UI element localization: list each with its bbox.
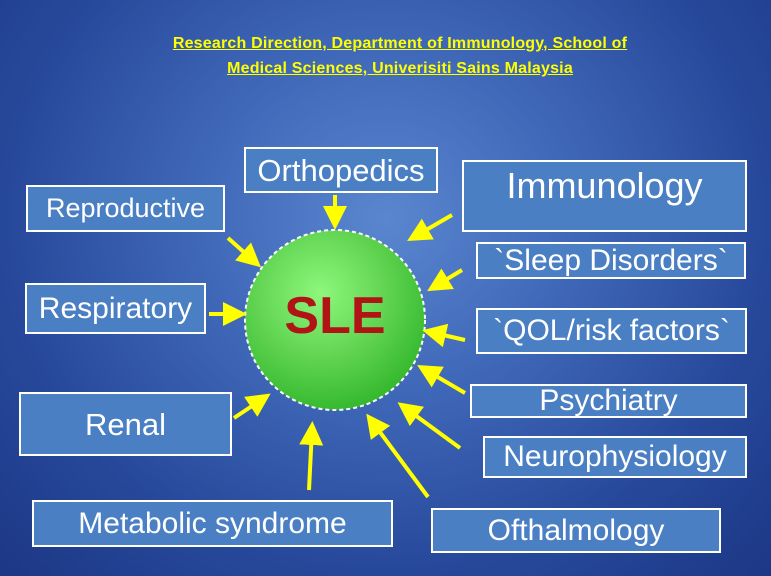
arrow-metabolic (299, 421, 324, 491)
box-metabolic-syndrome: Metabolic syndrome (32, 500, 393, 547)
box-psychiatry: Psychiatry (470, 384, 747, 418)
slide-title-line-2: Medical Sciences, Univerisiti Sains Mala… (227, 60, 573, 77)
box-reproductive: Reproductive (26, 185, 225, 232)
box-ofthalmology: Ofthalmology (431, 508, 721, 553)
center-label: SLE (284, 287, 386, 345)
box-respiratory: Respiratory (25, 283, 206, 334)
arrow-psychiatry (417, 364, 467, 395)
box-immunology: Immunology (462, 160, 747, 232)
arrow-neurophysiology (397, 402, 462, 450)
box-neurophysiology: Neurophysiology (483, 436, 747, 478)
arrow-immunology (407, 213, 454, 242)
box-sleep-disorders: `Sleep Disorders` (476, 242, 746, 279)
box-renal: Renal (19, 392, 232, 456)
arrow-renal (232, 393, 271, 420)
slide-title-line-1: Research Direction, Department of Immuno… (172, 35, 628, 52)
arrow-ofthalmology (366, 413, 430, 499)
box-qol-risk-factors: `QOL/risk factors` (476, 308, 747, 354)
arrow-sleep-disorders (427, 268, 464, 292)
arrow-qol (422, 323, 466, 348)
box-orthopedics: Orthopedics (244, 147, 438, 193)
arrow-reproductive (226, 236, 261, 268)
